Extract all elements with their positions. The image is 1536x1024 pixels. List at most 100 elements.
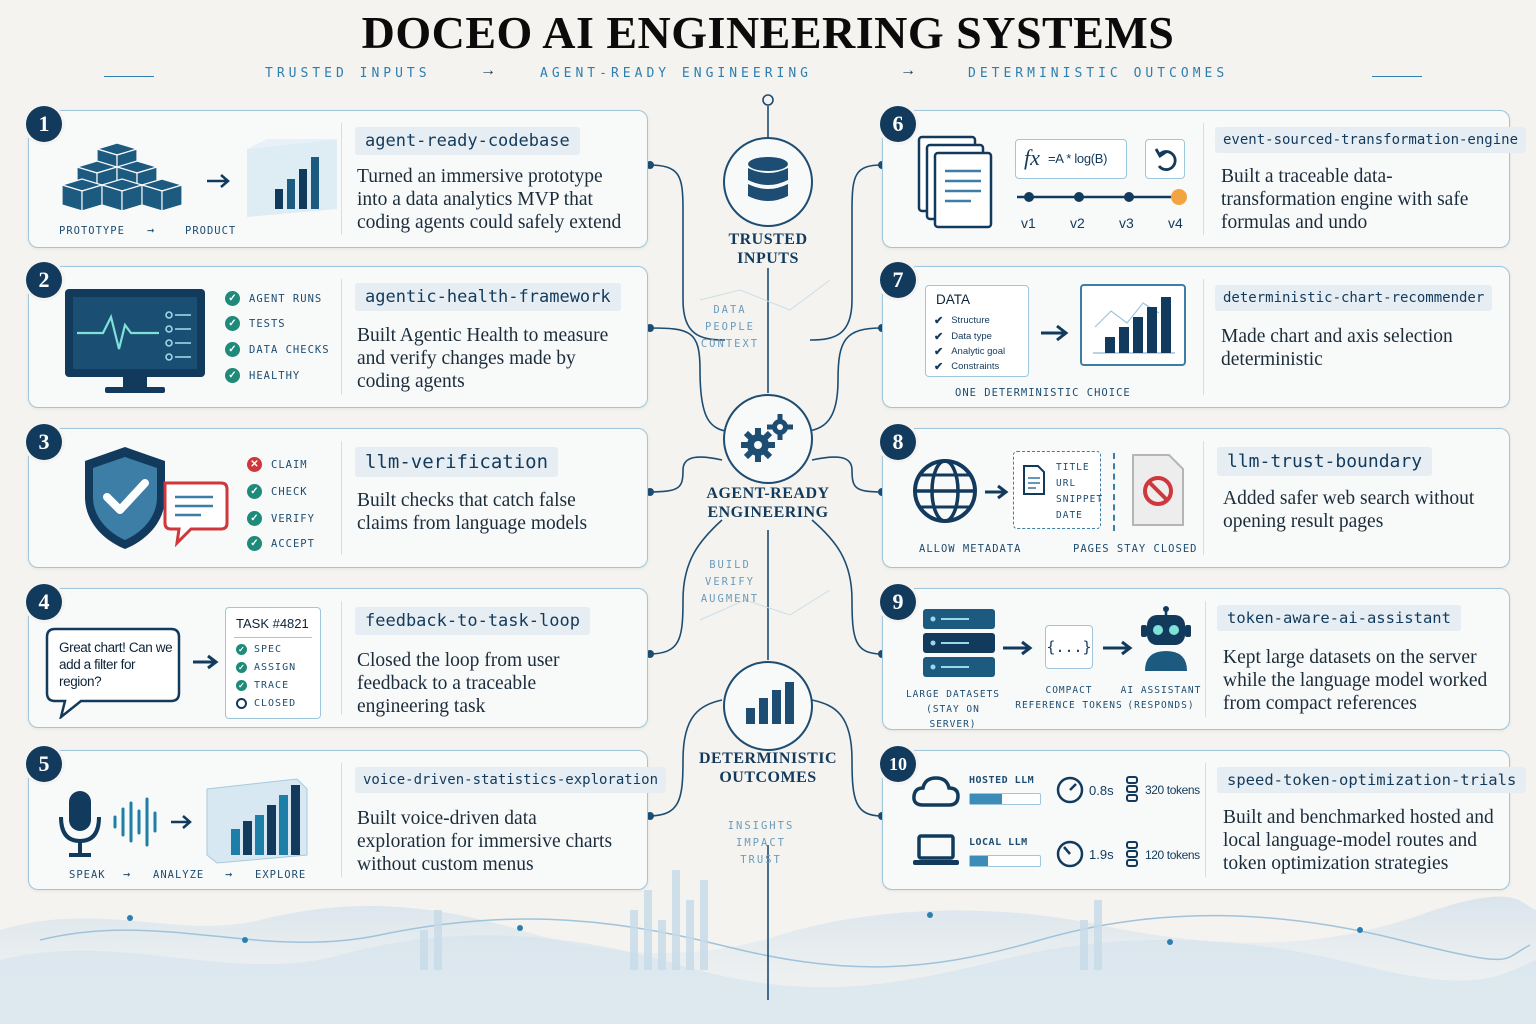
undo-icon	[1154, 148, 1177, 171]
tag-feedback-to-task-loop: feedback-to-task-loop	[355, 607, 590, 635]
version-timeline	[1017, 189, 1187, 205]
token-stack-icon	[1126, 776, 1138, 802]
product-label: PRODUCT	[185, 225, 237, 237]
route-fill-local	[970, 856, 988, 866]
flow-word: INSIGHTS	[727, 820, 795, 832]
tag-llm-trust-boundary: llm-trust-boundary	[1217, 447, 1433, 476]
task-title: TASK #4821	[236, 616, 309, 631]
wave-front	[0, 935, 1536, 1024]
microphone-wave-icon	[59, 778, 308, 864]
desc-deterministic-chart-recommender: Made chart and axis selection determinis…	[1221, 326, 1453, 370]
check-icon: ✓	[236, 680, 247, 691]
task-item-label: SPEC	[254, 644, 283, 655]
desc-token-aware-ai-assistant: Kept large datasets on the server while …	[1223, 647, 1488, 714]
desc-agentic-health-framework: Built Agentic Health to measure and veri…	[357, 325, 609, 392]
document-icon	[1023, 465, 1045, 495]
laptop-icon	[913, 834, 959, 865]
arrow-right-icon	[1103, 640, 1133, 656]
check-icon: ✓	[225, 368, 240, 383]
route-fill-hosted	[970, 794, 1002, 804]
step-badge-9: 9	[880, 584, 916, 620]
check-label: AGENT RUNS	[249, 292, 323, 305]
version-v3: v3	[1119, 215, 1134, 231]
speak-arrow: →	[123, 867, 132, 881]
flow-word: DATA	[713, 304, 747, 316]
subtitle-arrow-2: →	[900, 62, 916, 79]
hub-inputs-words: DATA PEOPLE CONTEXT	[690, 302, 770, 353]
desc-speed-token-optimization-trials: Built and benchmarked hosted and local l…	[1223, 807, 1494, 874]
speech-bubble-icon	[45, 627, 181, 719]
route-tokens-local: 120 tokens	[1145, 848, 1200, 862]
desc-feedback-to-task-loop: Closed the loop from user feedback to a …	[357, 650, 560, 717]
speedometer-icon	[1056, 776, 1084, 804]
speak-label: SPEAK	[69, 869, 106, 881]
undo-button[interactable]	[1145, 139, 1185, 179]
check-icon: ✔	[934, 315, 944, 327]
speedometer-icon	[1056, 840, 1084, 868]
check-label: DATA CHECKS	[249, 343, 330, 356]
x-icon: ✕	[247, 457, 262, 472]
page-title: DOCEO AI ENGINEERING SYSTEMS	[361, 7, 1175, 58]
tag-voice-driven-statistics-exploration: voice-driven-statistics-exploration	[355, 767, 667, 793]
prototype-label: PROTOTYPE	[59, 225, 125, 237]
route-tokens-hosted: 320 tokens	[1145, 783, 1200, 797]
check-icon: ✓	[236, 662, 247, 673]
route-bar-local	[969, 855, 1041, 867]
card-voice-driven-statistics-exploration: SPEAK → ANALYZE → EXPLORE voice-driven-s…	[28, 750, 667, 890]
data-item-label: Constraints	[951, 361, 1000, 372]
task-item-closed: CLOSED	[236, 698, 296, 709]
meta-title: TITLE	[1056, 462, 1090, 473]
spine-top-node	[762, 94, 774, 106]
step-verify: ✓VERIFY	[247, 511, 315, 526]
server-stack-icon	[923, 609, 995, 677]
shield-check-icon	[85, 447, 229, 549]
cloud-icon	[912, 776, 960, 807]
route-name-hosted: HOSTED LLM	[969, 775, 1035, 786]
card-llm-trust-boundary: TITLE URL SNIPPET DATE ALLOW METADATA PA…	[882, 428, 1510, 568]
step-badge-6: 6	[880, 106, 916, 142]
check-icon: ✓	[225, 342, 240, 357]
flow-word: TRUST	[740, 854, 782, 866]
card-speed-token-optimization-trials: HOSTED LLM 0.8s 320 tokens LOCAL LLM 1.9…	[882, 750, 1527, 890]
task-item-label: CLOSED	[254, 698, 297, 709]
task-item-spec: ✓SPEC	[236, 644, 282, 655]
step-badge-7: 7	[880, 262, 916, 298]
data-item-type: ✔Data type	[934, 330, 992, 343]
check-icon: ✓	[247, 536, 262, 551]
check-label: TESTS	[249, 317, 286, 330]
flow-word: CONTEXT	[700, 338, 760, 350]
data-criteria-box: DATA ✔Structure ✔Data type ✔Analytic goa…	[925, 285, 1029, 377]
subtitle-trusted-inputs: TRUSTED INPUTS	[265, 66, 431, 81]
arrow-right-icon	[1003, 640, 1033, 656]
step-accept: ✓ACCEPT	[247, 536, 315, 551]
robot-icon	[1141, 606, 1191, 671]
hub-agent-ready: AGENT-READY ENGINEERING	[706, 485, 830, 521]
task-item-label: TRACE	[254, 680, 290, 691]
tag-agent-ready-codebase: agent-ready-codebase	[355, 127, 580, 155]
flow-word: IMPACT	[736, 837, 786, 849]
blocked-page-icon	[1132, 454, 1184, 526]
tag-deterministic-chart-recommender: deterministic-chart-recommender	[1215, 285, 1493, 311]
prototype-arrow: →	[147, 223, 156, 237]
formula-box: fx =A * log(B)	[1015, 139, 1127, 179]
check-label: CLAIM	[271, 458, 308, 471]
step-claim: ✕ CLAIM	[247, 457, 308, 472]
flow-word: PEOPLE	[705, 321, 755, 333]
step-check: ✓CHECK	[247, 484, 308, 499]
boundary-line	[1113, 453, 1115, 531]
route-time-hosted: 0.8s	[1089, 783, 1114, 798]
data-item-label: Structure	[951, 315, 990, 326]
meta-snippet: SNIPPET	[1056, 494, 1104, 505]
data-item-structure: ✔ Structure	[934, 314, 990, 327]
arrow-right-icon	[193, 654, 219, 670]
step-badge-3: 3	[26, 424, 62, 460]
subtitle-deterministic: DETERMINISTIC OUTCOMES	[968, 66, 1229, 81]
step-badge-2: 2	[26, 262, 62, 298]
data-item-label: Data type	[951, 331, 992, 342]
card-feedback-to-task-loop: Great chart! Can we add a filter for reg…	[28, 588, 648, 728]
token-stack-icon	[1126, 841, 1138, 867]
desc-event-sourced-transformation-engine: Built a traceable data-transformation en…	[1221, 166, 1469, 233]
card-divider	[341, 279, 342, 395]
route-time-local: 1.9s	[1089, 847, 1114, 862]
metadata-box: TITLE URL SNIPPET DATE	[1013, 451, 1104, 529]
